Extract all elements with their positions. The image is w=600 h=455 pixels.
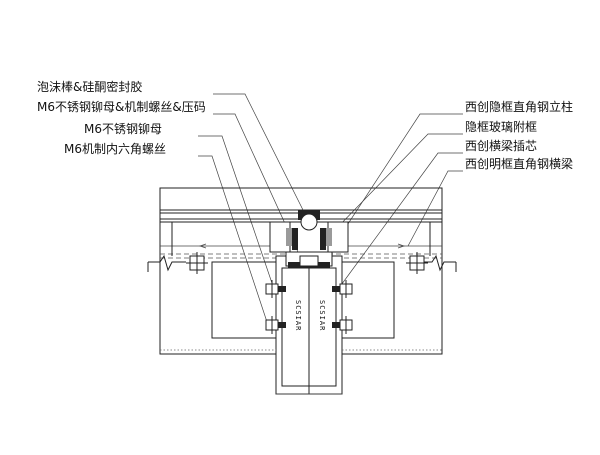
label-hidden-frame-column: 西创隐框直角钢立柱 [465,99,573,114]
anchor-bolt-right [406,252,428,274]
anchor-bolt-left [186,252,208,274]
leader-hex-screw [198,155,269,326]
label-hidden-glass-subframe: 隐框玻璃附框 [465,120,537,134]
setting-block-right [322,228,332,246]
break-line-right [420,254,456,272]
break-line-left [148,254,186,272]
arrow-marker-left [198,243,207,249]
leader-lines [198,93,463,326]
leader-hidden-glass-subframe [332,133,463,233]
rivet-nut [278,286,286,292]
bolt-group-bottom-left [265,316,286,334]
label-rivet-nut-bolt-clip: M6不锈钢铆母&机制螺丝&压码 [37,99,206,114]
label-rivet-nut: M6不锈钢铆母 [84,121,162,136]
bolt-group-bottom-right [332,316,353,334]
mullion-stamp-right: SCSIAR [318,300,326,331]
right-labels: 西创隐框直角钢立柱 隐框玻璃附框 西创横梁插芯 西创明框直角钢横梁 [465,99,573,171]
bolt-group-top-left [265,280,286,298]
left-labels: 泡沫棒&硅酮密封胶 M6不锈钢铆母&机制螺丝&压码 M6不锈钢铆母 M6机制内六… [37,79,206,156]
leader-foam-rod [213,93,306,215]
label-beam-insert: 西创横梁插芯 [465,138,537,153]
label-exposed-frame-beam: 西创明框直角钢横梁 [465,156,573,171]
label-hex-screw: M6机制内六角螺丝 [64,142,166,156]
label-foam-rod: 泡沫棒&硅酮密封胶 [37,79,142,94]
rivet-nut [332,322,340,328]
sealant-right [320,228,326,250]
section-body: SCSIAR SCSIAR [147,187,457,395]
setting-block-left [286,228,296,246]
hex-screw-head [299,255,319,267]
rivet-nut [332,286,340,292]
rivet-nut [278,322,286,328]
bolt-group-top-right [332,280,353,298]
arrow-marker-right [397,243,406,249]
leader-rivet-nut [198,135,276,293]
foam-rod [300,213,318,231]
leader-exposed-frame-beam [407,170,463,247]
leader-rivet-nut-bolt-clip [213,113,299,253]
mullion-stamp-left: SCSIAR [294,300,302,331]
sealant-left [292,228,298,250]
